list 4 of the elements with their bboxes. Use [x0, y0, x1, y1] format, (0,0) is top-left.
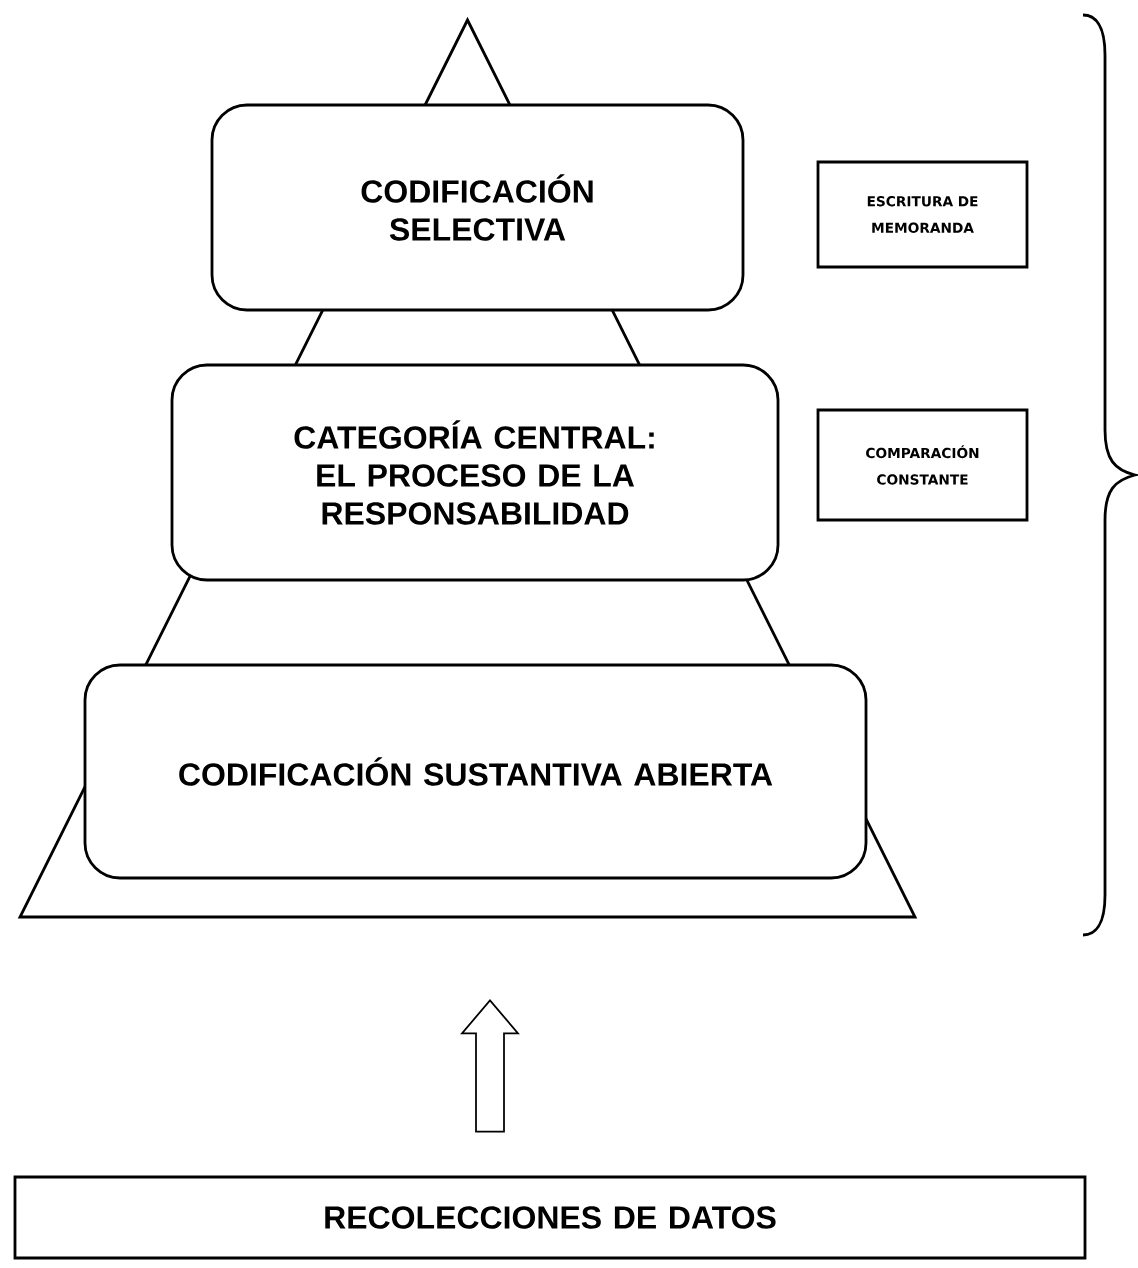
process-box: COMPARACIÓN CONSTANTE: [816, 408, 1029, 522]
process-box: ESCRITURA DE MEMORANDA: [816, 160, 1029, 269]
block-arrow: [460, 999, 520, 1133]
data-box: RECOLECCIONES DE DATOS: [13, 1175, 1087, 1260]
